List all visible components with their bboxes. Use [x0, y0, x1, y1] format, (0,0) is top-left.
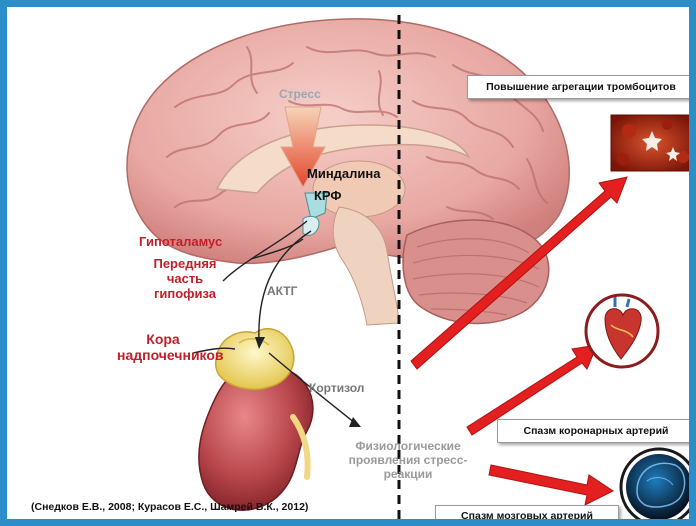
adrenal-cortex-label: Кора надпочечников	[117, 331, 209, 363]
hypothalamus-label: Гипоталамус	[139, 234, 222, 249]
citation: (Снедков Е.В., 2008; Курасов Е.С., Шамре…	[31, 501, 308, 513]
effect-box-coronary: Спазм коронарных артерий	[497, 419, 695, 443]
adrenal-gland	[216, 329, 294, 390]
heart-image	[586, 295, 658, 367]
pituitary-label: Передняя часть гипофиза	[145, 256, 225, 301]
platelet-aggregation-image	[611, 115, 693, 171]
amygdala-label: Миндалина	[307, 166, 381, 181]
effect-box-platelet: Повышение агрегации тромбоцитов	[467, 75, 695, 99]
stress-label: Стресс	[279, 87, 321, 101]
effect-box-cerebral: Спазм мозговых артерий	[435, 505, 619, 526]
crf-label: КРФ	[314, 188, 342, 203]
brain-scan-image	[621, 449, 696, 525]
cortisol-label: Кортизол	[309, 381, 364, 395]
physio-label: Физиологические проявления стресс-реакци…	[345, 439, 471, 481]
acth-label: АКТГ	[267, 284, 297, 298]
